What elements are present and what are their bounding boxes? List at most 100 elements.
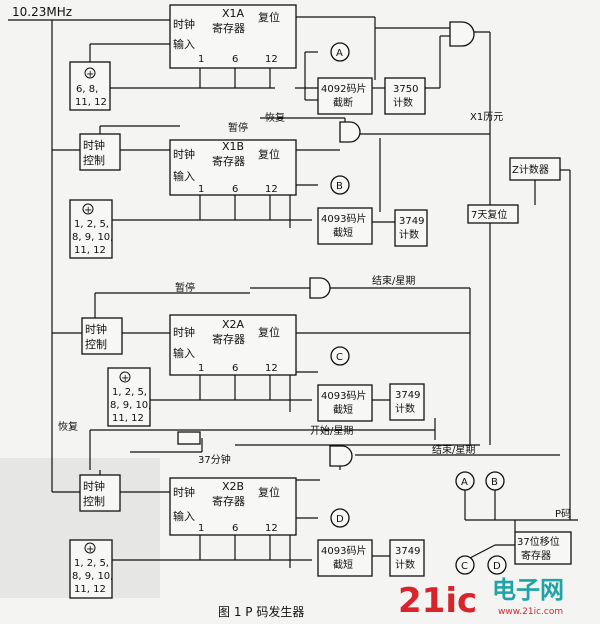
svg-text:截断: 截断 <box>333 96 353 109</box>
node-a-2: A <box>455 471 475 491</box>
svg-text:6: 6 <box>232 184 238 195</box>
svg-text:8, 9, 10,: 8, 9, 10, <box>72 232 113 243</box>
svg-text:时钟: 时钟 <box>173 147 195 161</box>
svg-text:复位: 复位 <box>258 325 280 339</box>
svg-text:输入: 输入 <box>173 169 195 183</box>
label-start-week: 开始/星期 <box>310 424 353 437</box>
z-counter: Z计数器 <box>509 157 561 181</box>
counter-x2a: 3749 计数 <box>389 383 425 421</box>
svg-text:输入: 输入 <box>173 346 195 360</box>
xor-taps-x1b: + 1, 2, 5, 8, 9, 10, 11, 12 <box>69 199 113 259</box>
svg-text:4093码片: 4093码片 <box>321 212 366 225</box>
register-x2a: 时钟 X2A 寄存器 复位 输入 1 6 12 <box>169 314 297 376</box>
counter-x1b: 3749 计数 <box>394 209 428 247</box>
and-gate-1 <box>449 21 475 47</box>
svg-text:1: 1 <box>198 363 204 374</box>
label-37-min: 37分钟 <box>198 453 231 466</box>
svg-text:复位: 复位 <box>258 147 280 161</box>
svg-text:计数: 计数 <box>393 96 413 109</box>
svg-text:寄存器: 寄存器 <box>212 332 245 346</box>
and-gate-4 <box>329 445 353 467</box>
svg-text:21ic: 21ic <box>398 581 477 621</box>
svg-text:11, 12: 11, 12 <box>112 413 144 424</box>
svg-text:6: 6 <box>232 54 238 65</box>
svg-text:3750: 3750 <box>393 84 418 95</box>
svg-text:截短: 截短 <box>333 226 353 239</box>
svg-text:X2B: X2B <box>222 480 244 493</box>
svg-text:截短: 截短 <box>333 558 353 571</box>
svg-text:7天复位: 7天复位 <box>471 208 507 221</box>
and-gate-2 <box>339 121 361 143</box>
svg-text:时钟: 时钟 <box>173 485 195 499</box>
svg-text:12: 12 <box>265 184 278 195</box>
svg-text:B: B <box>491 477 498 488</box>
svg-text:控制: 控制 <box>83 153 105 167</box>
svg-text:1, 2, 5,: 1, 2, 5, <box>74 219 109 230</box>
svg-text:X1A: X1A <box>222 7 245 20</box>
xor-taps-x2b: + 1, 2, 5, 8, 9, 10, 11, 12 <box>69 539 113 599</box>
svg-text:4093码片: 4093码片 <box>321 544 366 557</box>
register-x2b: 时钟 X2B 寄存器 复位 输入 1 6 12 <box>169 477 297 536</box>
svg-text:计数: 计数 <box>399 228 419 241</box>
svg-text:11, 12: 11, 12 <box>74 245 106 256</box>
svg-text:4092码片: 4092码片 <box>321 82 366 95</box>
xor-taps-x2a: + 1, 2, 5, 8, 9, 10, 11, 12 <box>107 367 151 427</box>
svg-text:3749: 3749 <box>399 216 424 227</box>
svg-text:时钟: 时钟 <box>83 138 105 152</box>
register-x1a: 时钟 X1A 寄存器 复位 输入 1 6 12 <box>169 4 297 69</box>
svg-text:复位: 复位 <box>258 485 280 499</box>
node-a-1: A <box>330 42 350 62</box>
svg-text:12: 12 <box>265 523 278 534</box>
counter-x1a: 3750 计数 <box>384 77 426 115</box>
svg-text:X2A: X2A <box>222 318 245 331</box>
timer-37min-box <box>177 431 201 445</box>
svg-text:www.21ic.com: www.21ic.com <box>498 607 563 617</box>
svg-text:控制: 控制 <box>85 337 107 351</box>
svg-text:时钟: 时钟 <box>85 322 107 336</box>
svg-text:D: D <box>493 561 501 572</box>
svg-text:12: 12 <box>265 363 278 374</box>
svg-text:37位移位: 37位移位 <box>517 535 560 548</box>
svg-text:寄存器: 寄存器 <box>212 494 245 508</box>
node-d-2: D <box>487 555 507 575</box>
seven-day-reset: 7天复位 <box>467 204 519 224</box>
svg-text:B: B <box>336 181 343 192</box>
svg-text:1: 1 <box>198 184 204 195</box>
counter-x2b: 3749 计数 <box>389 539 425 577</box>
svg-text:C: C <box>336 352 343 363</box>
svg-text:寄存器: 寄存器 <box>521 549 551 562</box>
svg-text:+: + <box>86 544 94 555</box>
node-c-1: C <box>330 346 350 366</box>
figure-caption: 图 1 P 码发生器 <box>218 604 304 619</box>
node-c-2: C <box>455 555 475 575</box>
label-end-week-1: 结束/星期 <box>372 274 415 287</box>
label-resume-2: 恢复 <box>58 420 78 433</box>
svg-text:11, 12: 11, 12 <box>74 584 106 595</box>
svg-text:A: A <box>461 477 468 488</box>
svg-text:3749: 3749 <box>395 390 420 401</box>
chip-truncate-x2a: 4093码片 截短 <box>317 384 373 422</box>
svg-text:计数: 计数 <box>395 402 415 415</box>
svg-text:控制: 控制 <box>83 494 105 508</box>
svg-text:1, 2, 5,: 1, 2, 5, <box>74 558 109 569</box>
chip-truncate-x2b: 4093码片 截短 <box>317 539 373 577</box>
svg-text:4093码片: 4093码片 <box>321 389 366 402</box>
svg-text:Z计数器: Z计数器 <box>512 163 549 176</box>
shift-register-37bit: 37位移位 寄存器 <box>514 531 572 565</box>
svg-text:C: C <box>461 561 468 572</box>
svg-text:X1B: X1B <box>222 140 244 153</box>
wires <box>8 16 578 568</box>
register-x1b: 时钟 X1B 寄存器 复位 输入 1 6 12 <box>169 139 297 196</box>
svg-text:复位: 复位 <box>258 10 280 24</box>
svg-text:D: D <box>336 514 344 525</box>
svg-text:6: 6 <box>232 363 238 374</box>
svg-text:3749: 3749 <box>395 546 420 557</box>
label-p-code: P码 <box>555 508 571 520</box>
node-b-2: B <box>485 471 505 491</box>
svg-text:时钟: 时钟 <box>173 17 195 31</box>
clock-source-label: 10.23MHz <box>12 5 72 19</box>
svg-text:时钟: 时钟 <box>173 325 195 339</box>
label-pause-2: 暂停 <box>175 281 195 294</box>
svg-text:+: + <box>84 205 92 216</box>
